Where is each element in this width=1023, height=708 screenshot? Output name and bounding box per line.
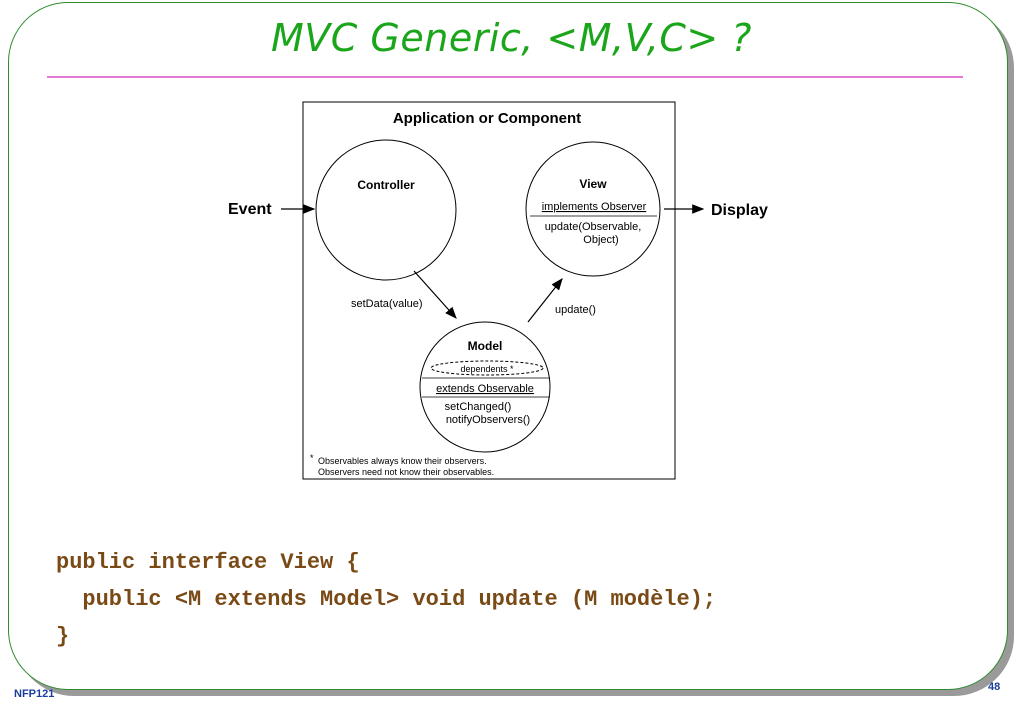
code-line-2: public <M extends Model> void update (M … [56, 587, 717, 612]
view-label: View [579, 177, 607, 191]
code-block: public interface View { public <M extend… [56, 544, 716, 655]
view-circle [525, 141, 661, 277]
model-circle [419, 321, 551, 453]
box-title: Application or Component [393, 110, 581, 127]
event-label: Event [228, 201, 272, 218]
setdata-arrow [413, 270, 457, 319]
course-code: NFP121 [14, 688, 55, 700]
controller-circle [315, 139, 457, 281]
model-method-2: notifyObservers() [446, 414, 530, 426]
model-label: Model [468, 339, 503, 353]
view-method-1: update(Observable, [545, 221, 642, 233]
update-label: update() [555, 304, 596, 316]
controller-label: Controller [357, 178, 415, 192]
page-number: 48 [988, 681, 1001, 693]
view-implements: implements Observer [542, 201, 647, 213]
code-line-3: } [56, 624, 70, 649]
footnote-line-2: Observers need not know their observable… [318, 467, 494, 477]
update-arrow [527, 278, 563, 323]
footnote-marker: * [310, 453, 314, 463]
footnote-line-1: Observables always know their observers. [318, 456, 487, 466]
dependents-ellipse [430, 360, 544, 376]
title-divider [47, 76, 963, 78]
model-method-1: setChanged() [445, 401, 512, 413]
view-method-2: Object) [583, 234, 618, 246]
model-extends: extends Observable [436, 383, 534, 395]
code-line-1: public interface View { [56, 550, 360, 575]
setdata-label: setData(value) [351, 298, 423, 310]
model-dependents: dependents * [460, 364, 514, 374]
display-label: Display [711, 202, 768, 219]
slide-title: MVC Generic, <M,V,C> ? [271, 16, 752, 60]
